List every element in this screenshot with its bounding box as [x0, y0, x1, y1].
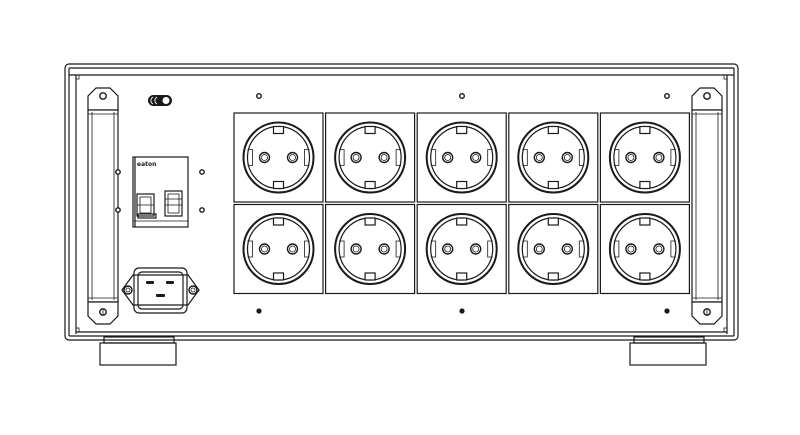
grounding-terminal — [148, 95, 172, 106]
left-foot — [99, 336, 177, 366]
breaker-toggle-right[interactable] — [164, 190, 183, 217]
schuko-outlet-6[interactable] — [233, 203, 324, 295]
circuit-breaker: eaton — [132, 156, 189, 228]
right-foot — [629, 336, 707, 366]
panel-screws — [256, 92, 671, 314]
enclosure-frame — [64, 63, 739, 341]
schuko-outlet-10[interactable] — [599, 203, 691, 295]
breaker-brand-label: eaton — [137, 161, 156, 168]
right-handle[interactable] — [691, 87, 723, 325]
schuko-outlet-3[interactable] — [416, 112, 507, 203]
schuko-outlet-9[interactable] — [508, 203, 599, 295]
schuko-outlet-1[interactable] — [233, 112, 324, 203]
schuko-outlet-2[interactable] — [325, 112, 416, 203]
schuko-outlet-7[interactable] — [325, 203, 416, 295]
outlet-grid — [233, 112, 691, 295]
schuko-outlet-5[interactable] — [599, 112, 691, 203]
breaker-toggle-left[interactable] — [136, 193, 157, 219]
schuko-outlet-4[interactable] — [508, 112, 599, 203]
left-handle[interactable] — [87, 87, 119, 325]
breaker-screws — [115, 169, 205, 213]
schuko-outlet-8[interactable] — [416, 203, 507, 295]
iec-c20-inlet[interactable] — [121, 267, 200, 314]
